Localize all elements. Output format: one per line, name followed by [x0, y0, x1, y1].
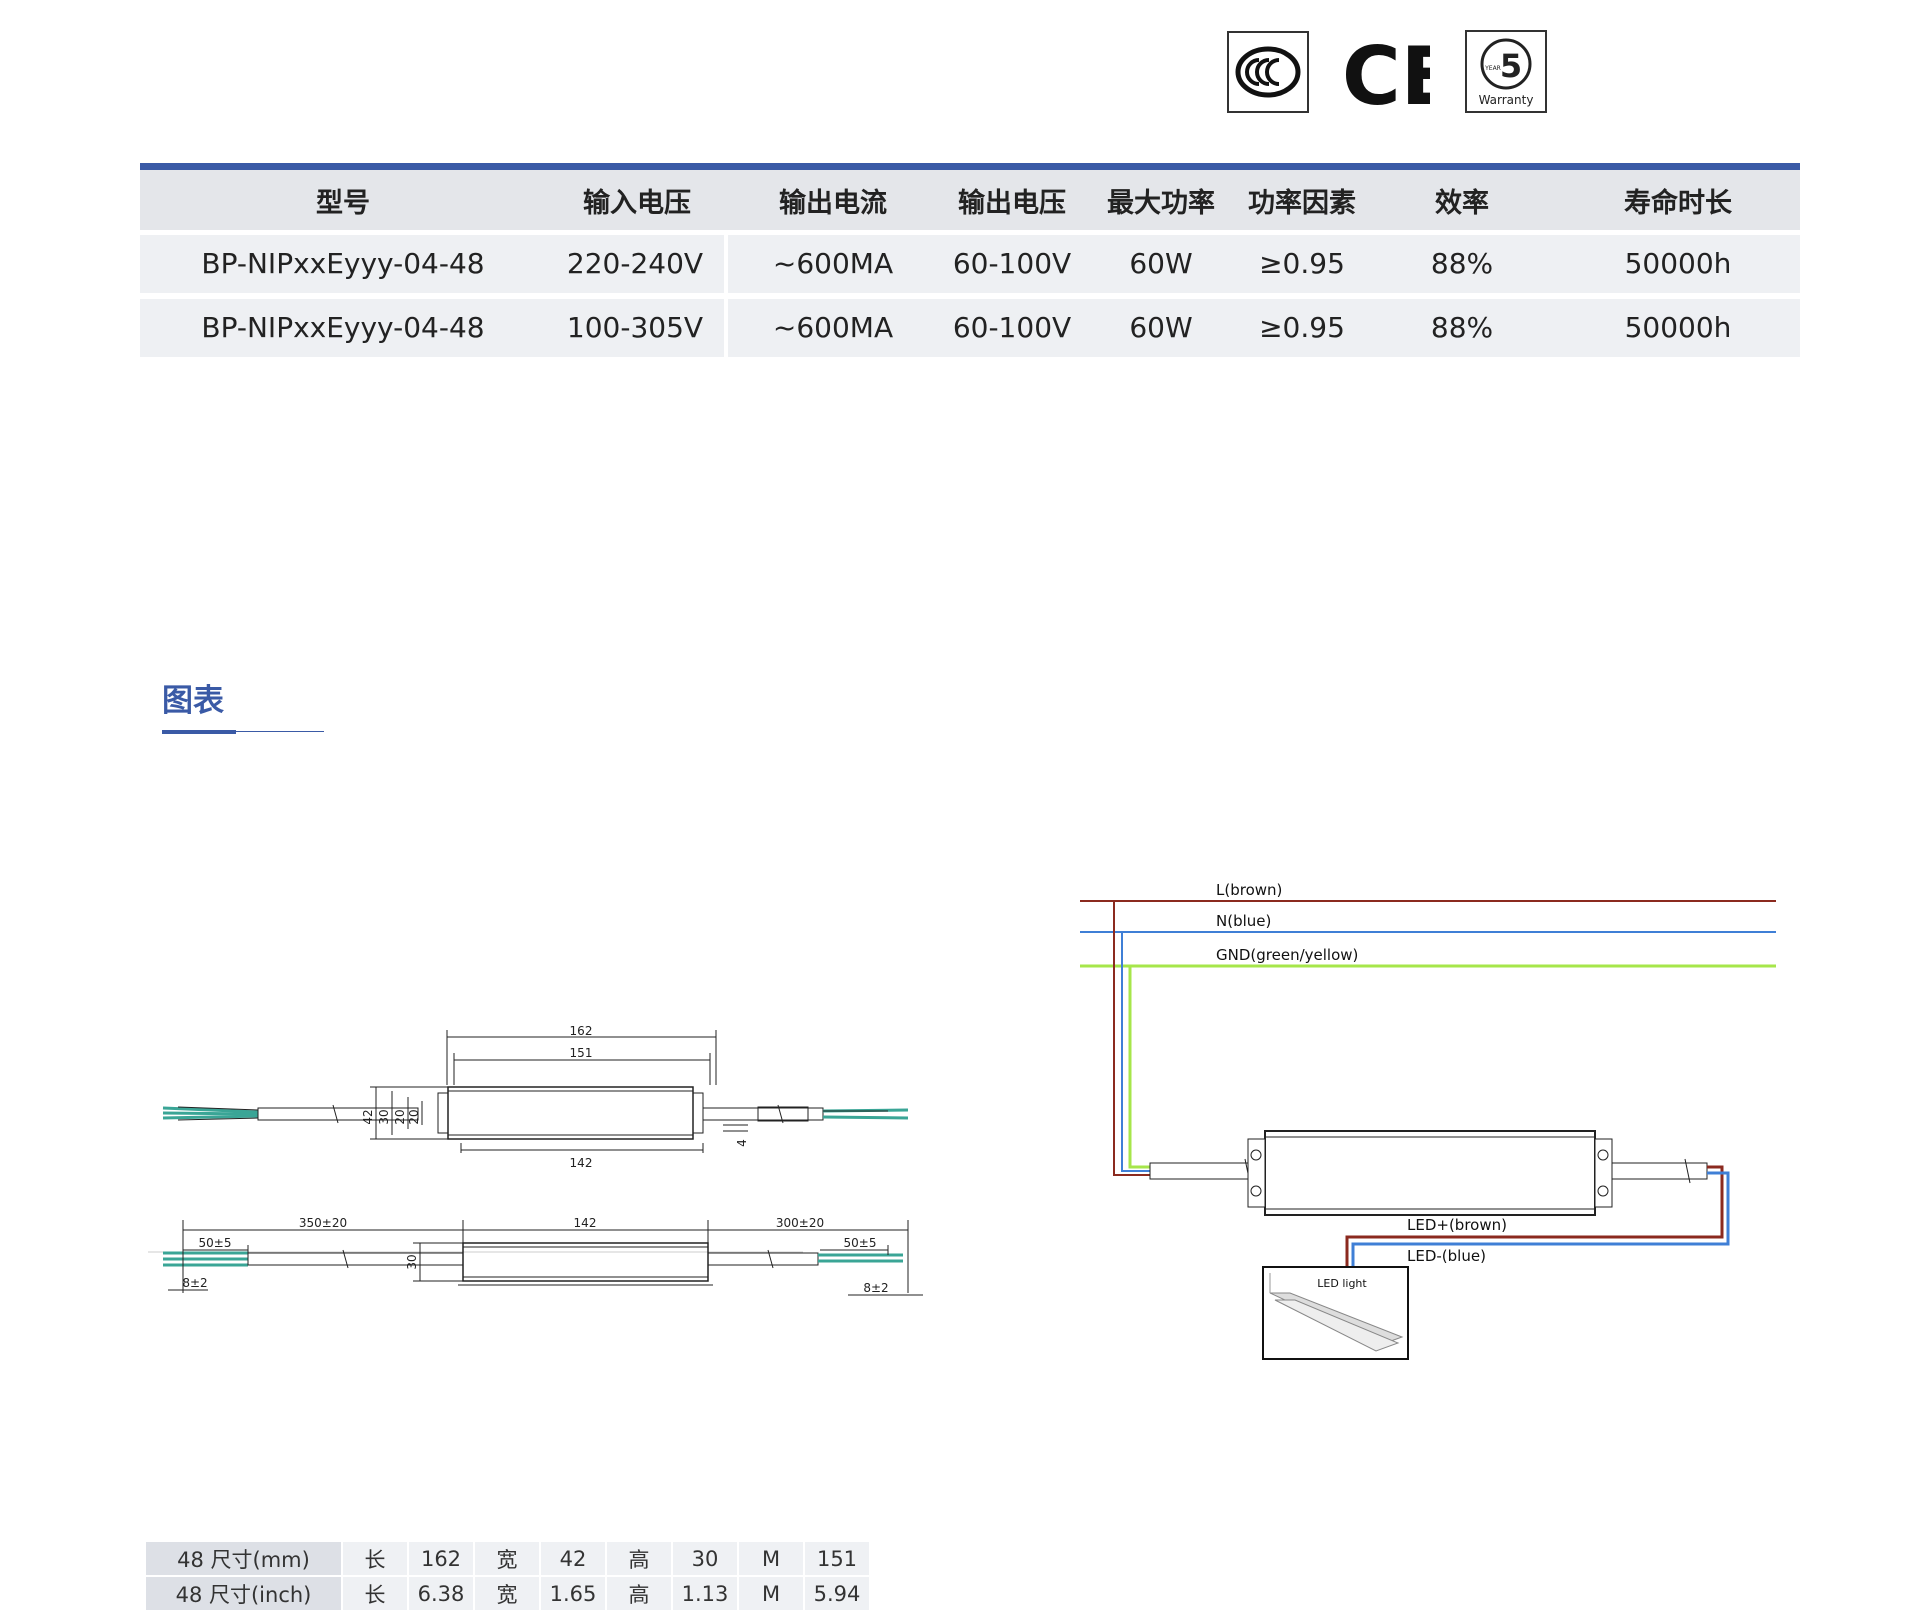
- label-n-blue: N(blue): [1216, 912, 1271, 930]
- table-row: 48 尺寸(mm) 长 162 宽 42 高 30 M 151: [146, 1542, 871, 1577]
- dim-142: 142: [570, 1156, 593, 1170]
- header-max-power: 最大功率: [1107, 187, 1215, 219]
- ce-mark-text: CE: [1342, 30, 1430, 114]
- cell-power-factor: ≥0.95: [1236, 235, 1368, 293]
- dim-30: 30: [377, 1109, 391, 1124]
- dim-20a: 20: [393, 1109, 407, 1124]
- size-cell: 162: [409, 1542, 475, 1577]
- label-led-light: LED light: [1317, 1277, 1367, 1290]
- size-cell: M: [739, 1542, 805, 1577]
- dim-151: 151: [570, 1046, 593, 1060]
- cell-max-power: 60W: [1086, 299, 1236, 357]
- cell-max-power: 60W: [1086, 235, 1236, 293]
- warranty-years: 5: [1500, 47, 1522, 85]
- label-led-plus: LED+(brown): [1407, 1216, 1507, 1234]
- dimension-drawing: 162 151 142 42 30 20 20 4 350±20 50±5 8±…: [148, 1024, 968, 1350]
- ce-certification-logo: CE: [1340, 30, 1455, 123]
- ccc-certification-logo: [1227, 31, 1309, 113]
- cell-input-voltage: 220-240V: [546, 235, 728, 293]
- cell-power-factor: ≥0.95: [1236, 299, 1368, 357]
- table-row: BP-NIPxxEyyy-04-48 220-240V ~600MA 60-10…: [140, 234, 1800, 294]
- led-fixture-icon: [1269, 1273, 1404, 1352]
- size-cell: 高: [607, 1577, 673, 1612]
- ccc-icon: [1235, 46, 1301, 98]
- dim-8-right: 8±2: [863, 1281, 888, 1295]
- table-row: BP-NIPxxEyyy-04-48 100-305V ~600MA 60-10…: [140, 298, 1800, 358]
- size-cell: 高: [607, 1542, 673, 1577]
- cell-efficiency: 88%: [1368, 299, 1556, 357]
- dim-8-left: 8±2: [182, 1276, 207, 1290]
- cell-input-voltage: 100-305V: [546, 299, 728, 357]
- header-power-factor: 功率因素: [1248, 187, 1356, 219]
- label-l-brown: L(brown): [1216, 881, 1282, 899]
- dim-300: 300±20: [776, 1216, 824, 1230]
- warranty-unit: YEAR: [1484, 65, 1501, 72]
- warranty-label: Warranty: [1479, 93, 1534, 107]
- size-cell: 42: [541, 1542, 607, 1577]
- dim-20b: 20: [407, 1109, 421, 1124]
- dim-50-right: 50±5: [844, 1236, 877, 1250]
- dim-50-left: 50±5: [199, 1236, 232, 1250]
- size-cell: M: [739, 1577, 805, 1612]
- size-cell: 6.38: [409, 1577, 475, 1612]
- dim-142-side: 142: [574, 1216, 597, 1230]
- size-row-label: 48 尺寸(inch): [146, 1577, 343, 1612]
- header-lifetime: 寿命时长: [1624, 187, 1732, 219]
- cell-output-current: ~600MA: [728, 235, 938, 293]
- cell-output-voltage: 60-100V: [938, 299, 1086, 357]
- label-led-minus: LED-(blue): [1407, 1247, 1486, 1265]
- cell-efficiency: 88%: [1368, 235, 1556, 293]
- header-output-current: 输出电流: [779, 187, 887, 219]
- size-cell: 宽: [475, 1577, 541, 1612]
- size-cell: 151: [805, 1542, 871, 1577]
- header-output-voltage: 输出电压: [958, 187, 1066, 219]
- size-cell: 1.13: [673, 1577, 739, 1612]
- spec-table: 型号 输入电压 输出电流 输出电压 最大功率 功率因素 效率 寿命时长 BP-N…: [140, 163, 1800, 358]
- header-model: 型号: [316, 187, 370, 219]
- size-cell: 长: [343, 1542, 409, 1577]
- cell-model: BP-NIPxxEyyy-04-48: [140, 235, 546, 293]
- dim-350: 350±20: [299, 1216, 347, 1230]
- size-table: 48 尺寸(mm) 长 162 宽 42 高 30 M 151 48 尺寸(in…: [146, 1542, 871, 1612]
- dim-42: 42: [361, 1109, 375, 1124]
- header-efficiency: 效率: [1435, 187, 1489, 219]
- warranty-badge-icon: [1480, 38, 1532, 90]
- wiring-diagram: L(brown) N(blue) GND(green/yellow) LED+(…: [1080, 875, 1780, 1365]
- size-cell: 30: [673, 1542, 739, 1577]
- section-divider: [162, 731, 324, 732]
- warranty-logo: 5 YEAR Warranty: [1465, 30, 1547, 113]
- label-gnd: GND(green/yellow): [1216, 946, 1358, 964]
- cell-output-voltage: 60-100V: [938, 235, 1086, 293]
- header-input-voltage: 输入电压: [583, 187, 691, 219]
- table-row: 48 尺寸(inch) 长 6.38 宽 1.65 高 1.13 M 5.94: [146, 1577, 871, 1612]
- dim-162: 162: [570, 1025, 593, 1038]
- dim-4: 4: [735, 1139, 749, 1147]
- size-cell: 5.94: [805, 1577, 871, 1612]
- cell-lifetime: 50000h: [1556, 299, 1800, 357]
- spec-table-accent-bar: [140, 163, 1800, 170]
- size-row-label: 48 尺寸(mm): [146, 1542, 343, 1577]
- cell-model: BP-NIPxxEyyy-04-48: [140, 299, 546, 357]
- spec-table-header: 型号 输入电压 输出电流 输出电压 最大功率 功率因素 效率 寿命时长: [140, 170, 1800, 230]
- section-divider-accent: [162, 730, 236, 734]
- size-cell: 长: [343, 1577, 409, 1612]
- size-cell: 1.65: [541, 1577, 607, 1612]
- size-cell: 宽: [475, 1542, 541, 1577]
- driver-body: [1264, 1130, 1596, 1216]
- dim-30-side: 30: [405, 1254, 419, 1269]
- section-title: 图表: [162, 683, 224, 719]
- cell-lifetime: 50000h: [1556, 235, 1800, 293]
- cell-output-current: ~600MA: [728, 299, 938, 357]
